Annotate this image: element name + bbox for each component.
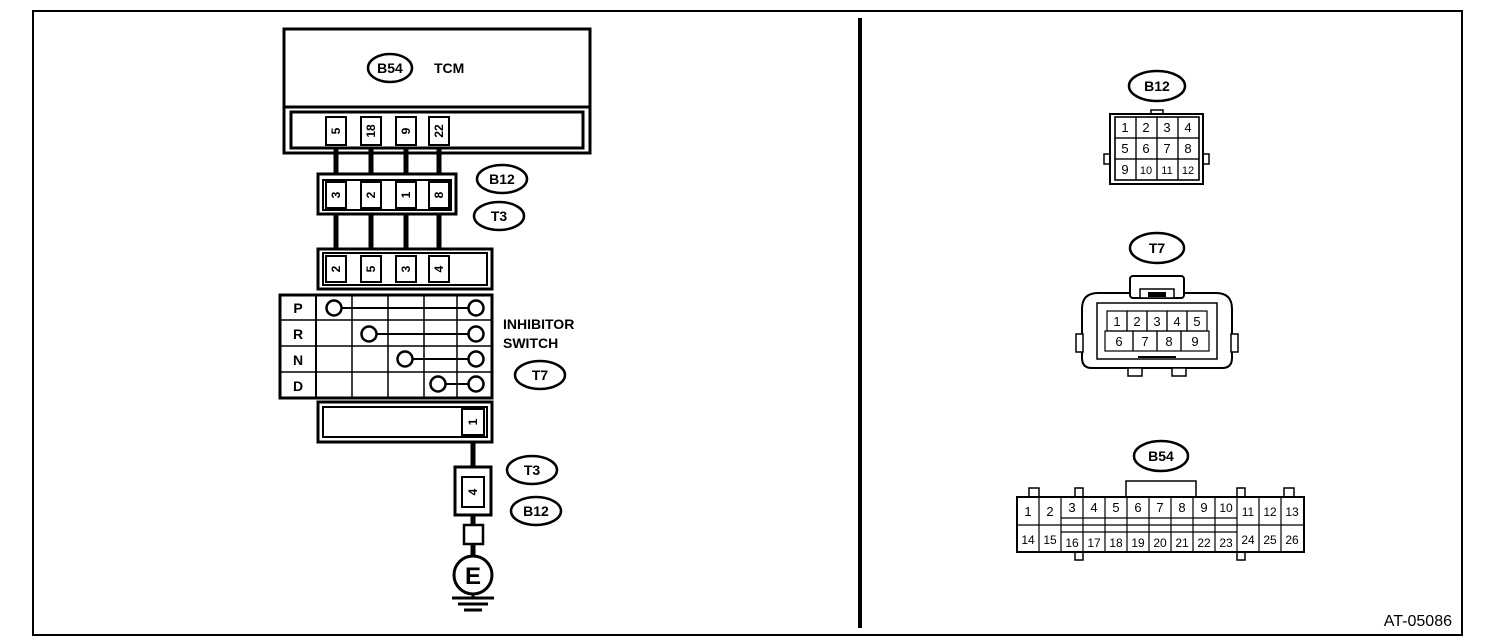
b12-face-pin: 3 xyxy=(1163,120,1170,135)
b12-connector-face: B12 1 2 3 4 5 6 7 8 9 10 11 12 xyxy=(1103,69,1210,185)
tcm-pin: 22 xyxy=(432,124,446,138)
b54-face-pin: 4 xyxy=(1090,500,1097,515)
position-label: N xyxy=(293,352,303,368)
b12-face-pin: 2 xyxy=(1142,120,1149,135)
t3-label-lower: T3 xyxy=(524,462,541,478)
b54-face-pin: 16 xyxy=(1065,536,1079,550)
inhibitor-common-connector: 1 xyxy=(316,400,494,444)
t3-badge-lower xyxy=(505,454,559,486)
b54-face-pin: 10 xyxy=(1219,501,1233,515)
b54-face-pin: 23 xyxy=(1219,536,1233,550)
tcm-pin: 18 xyxy=(364,124,378,138)
b12-badge-lower xyxy=(509,495,563,527)
b54-face-pin: 5 xyxy=(1112,500,1119,515)
junction-pin: 2 xyxy=(364,191,378,198)
t7-connector-face: T7 1 2 3 4 5 6 7 8 9 xyxy=(1075,231,1239,377)
b12-face-pin: 7 xyxy=(1163,141,1170,156)
inhibitor-pin: 3 xyxy=(399,265,413,272)
tcm-pins: 5 18 9 22 xyxy=(325,116,450,146)
b54-face-pin: 7 xyxy=(1156,500,1163,515)
position-label: R xyxy=(293,326,303,342)
b54-face-pin: 26 xyxy=(1285,533,1299,547)
tcm-name: TCM xyxy=(434,60,464,76)
b12-face-pin: 1 xyxy=(1121,120,1128,135)
junction-pin: 8 xyxy=(432,191,446,198)
wires-middle xyxy=(333,214,442,252)
t7-face-pin: 8 xyxy=(1165,334,1172,349)
b54-face-pin: 1 xyxy=(1024,504,1031,519)
b54-face-pin: 11 xyxy=(1242,505,1255,519)
b54-connector-face: B54 1 2 3 4 5 6 7 8 9 10 11 12 13 xyxy=(1016,439,1305,561)
t7-badge-left xyxy=(513,359,567,391)
t7-face-pin: 7 xyxy=(1141,334,1148,349)
junction-pin: 3 xyxy=(329,191,343,198)
t7-face-pin: 4 xyxy=(1173,314,1180,329)
t7-face-pin: 9 xyxy=(1191,334,1198,349)
b54-face-pin: 24 xyxy=(1241,533,1255,547)
b54-face-pin: 6 xyxy=(1134,500,1141,515)
t7-face-pin: 3 xyxy=(1153,314,1160,329)
b12-face-pin: 6 xyxy=(1142,141,1149,156)
t7-face-pin: 1 xyxy=(1113,314,1120,329)
b54-face-pin: 19 xyxy=(1131,536,1145,550)
b54-face-pin: 14 xyxy=(1021,533,1035,547)
t7-face-label: T7 xyxy=(1149,240,1166,256)
b12-face-pin: 8 xyxy=(1184,141,1191,156)
inhibitor-name-line2: SWITCH xyxy=(503,335,558,351)
b12-face-label: B12 xyxy=(1144,78,1170,94)
b12-face-pin: 4 xyxy=(1184,120,1191,135)
position-label: P xyxy=(293,300,302,316)
b54-face-pin: 2 xyxy=(1046,504,1053,519)
diagram-frame xyxy=(32,10,1463,636)
junction-pin: 1 xyxy=(399,191,413,198)
b54-face-pin: 18 xyxy=(1109,536,1123,550)
b12-face-pin: 12 xyxy=(1182,165,1194,177)
t3-label-upper: T3 xyxy=(491,208,508,224)
tcm-pin: 5 xyxy=(329,127,343,134)
inhibitor-pin: 4 xyxy=(432,265,446,272)
b54-face-label: B54 xyxy=(1148,448,1174,464)
t3-badge-upper xyxy=(472,200,526,232)
b12-label-upper: B12 xyxy=(489,171,515,187)
t7-label-left: T7 xyxy=(532,367,549,383)
b12-face-pin: 9 xyxy=(1121,162,1128,177)
figure-id: AT-05086 xyxy=(1384,613,1452,630)
b54-face-pin: 20 xyxy=(1153,536,1167,550)
ground-label: E xyxy=(465,563,481,590)
ground-terminal xyxy=(462,523,485,546)
inhibitor-name-line1: INHIBITOR xyxy=(503,316,574,332)
b54-face-pin: 8 xyxy=(1178,500,1185,515)
b12-face-pin: 11 xyxy=(1161,165,1172,177)
b12-face-pin: 5 xyxy=(1121,141,1128,156)
position-label: D xyxy=(293,378,303,394)
inhibitor-pin: 2 xyxy=(329,265,343,272)
ground-symbol xyxy=(452,594,494,612)
lower-junction-pin: 4 xyxy=(466,488,480,495)
b54-face-pin: 25 xyxy=(1263,533,1277,547)
b12-badge-upper xyxy=(475,163,529,195)
inhibitor-pin: 5 xyxy=(364,265,378,272)
b12-face-pin: 10 xyxy=(1140,165,1152,177)
tcm-connector-badge xyxy=(366,52,414,84)
b54-face-pin: 12 xyxy=(1263,505,1277,519)
b54-face-pin: 17 xyxy=(1087,536,1101,550)
t7-face-pin: 5 xyxy=(1193,314,1200,329)
lower-junction-connector: 4 xyxy=(453,465,493,517)
inhibitor-switch-matrix: P R N D xyxy=(278,293,494,400)
b54-face-pin: 9 xyxy=(1200,500,1207,515)
b54-face-pin: 3 xyxy=(1068,500,1075,515)
upper-junction-connector: 3 2 1 8 xyxy=(316,172,458,216)
common-pin: 1 xyxy=(466,418,480,425)
tcm-connector-label: B54 xyxy=(377,60,403,76)
b54-face-pin: 13 xyxy=(1285,505,1299,519)
b54-face-pin: 15 xyxy=(1043,533,1057,547)
b54-face-pin: 21 xyxy=(1175,536,1189,550)
b12-label-lower: B12 xyxy=(523,503,549,519)
b54-face-pin: 22 xyxy=(1197,536,1211,550)
t7-face-pin: 6 xyxy=(1115,334,1122,349)
t7-face-pin: 2 xyxy=(1133,314,1140,329)
tcm-pin: 9 xyxy=(399,127,413,134)
inhibitor-connector: 2 5 3 4 xyxy=(316,247,494,291)
